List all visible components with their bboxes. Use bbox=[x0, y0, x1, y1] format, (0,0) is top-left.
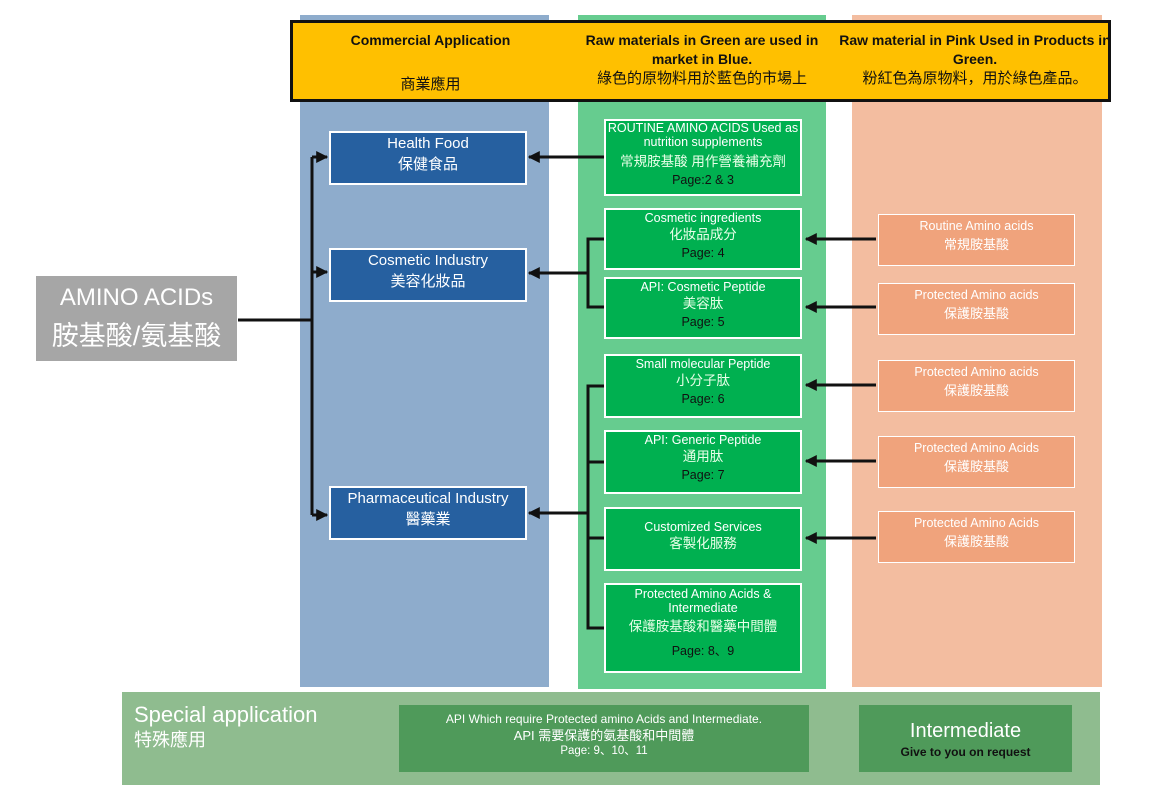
product-routine-en: ROUTINE AMINO ACIDS Used as nutrition su… bbox=[607, 121, 799, 149]
product-routine-amino-acids: ROUTINE AMINO ACIDS Used as nutrition su… bbox=[604, 119, 802, 196]
banner-raw-pink: Raw material in Pink Used in Products in… bbox=[837, 31, 1113, 89]
raw-routine-amino-acids: Routine Amino acids 常規胺基酸 bbox=[878, 214, 1075, 266]
raw-4-zh: 保護胺基酸 bbox=[943, 459, 1009, 474]
market-health-food-zh: 保健食品 bbox=[397, 156, 458, 173]
product-routine-zh: 常規胺基酸 用作營養補充劑 bbox=[620, 154, 786, 169]
market-cosmetic-zh: 美容化妝品 bbox=[390, 273, 466, 290]
intermediate-title: Intermediate bbox=[909, 720, 1022, 742]
bracket-cosmetic bbox=[586, 237, 604, 309]
banner-commercial-en: Commercial Application bbox=[350, 32, 511, 48]
product-cosmetic-ingredients-zh: 化妝品成分 bbox=[669, 227, 737, 242]
banner-raw-green-zh: 綠色的原物料用於藍色的市場上 bbox=[596, 70, 807, 87]
product-cosmetic-peptide-zh: 美容肽 bbox=[682, 296, 724, 311]
product-small-molecular-peptide: Small molecular Peptide 小分子肽 Page: 6 bbox=[604, 354, 802, 418]
banner-raw-green: Raw materials in Green are used in marke… bbox=[571, 31, 833, 89]
product-cosmetic-peptide-en: API: Cosmetic Peptide bbox=[640, 280, 766, 294]
product-generic-peptide-en: API: Generic Peptide bbox=[644, 433, 762, 447]
product-cosmetic-ingredients-en: Cosmetic ingredients bbox=[644, 211, 762, 225]
product-generic-peptide-zh: 通用肽 bbox=[682, 449, 724, 464]
raw-protected-amino-acids-2: Protected Amino acids 保護胺基酸 bbox=[878, 360, 1075, 412]
special-api-line1: API Which require Protected amino Acids … bbox=[445, 712, 763, 726]
product-cosmetic-ingredients-page: Page: 4 bbox=[681, 246, 725, 260]
intermediate-subtitle: Give to you on request bbox=[900, 745, 1031, 759]
special-api-pages: Page: 9、10、11 bbox=[560, 745, 648, 757]
product-generic-peptide: API: Generic Peptide 通用肽 Page: 7 bbox=[604, 430, 802, 494]
special-api-box: API Which require Protected amino Acids … bbox=[399, 705, 809, 772]
bracket-pharma bbox=[586, 384, 604, 630]
raw-3-zh: 保護胺基酸 bbox=[943, 383, 1009, 398]
banner-raw-green-en: Raw materials in Green are used in marke… bbox=[585, 32, 819, 67]
amino-en: AMINO ACIDs bbox=[59, 284, 214, 311]
amino-zh: 胺基酸/氨基酸 bbox=[51, 321, 222, 351]
header-banner: Commercial Application 商業應用 Raw material… bbox=[290, 20, 1111, 102]
product-protected-page: Page: 8、9 bbox=[671, 644, 735, 658]
market-health-food-en: Health Food bbox=[387, 135, 469, 152]
intermediate-box: Intermediate Give to you on request bbox=[859, 705, 1072, 772]
market-cosmetic-en: Cosmetic Industry bbox=[367, 252, 489, 269]
banner-raw-pink-en: Raw material in Pink Used in Products in… bbox=[839, 32, 1111, 67]
market-pharma-en: Pharmaceutical Industry bbox=[347, 490, 509, 507]
raw-4-en: Protected Amino Acids bbox=[913, 441, 1040, 455]
banner-commercial-zh: 商業應用 bbox=[400, 76, 461, 93]
market-pharma-zh: 醫藥業 bbox=[405, 511, 451, 528]
raw-protected-amino-acids-3: Protected Amino Acids 保護胺基酸 bbox=[878, 436, 1075, 488]
product-customized-zh: 客製化服務 bbox=[669, 536, 737, 551]
raw-1-zh: 常規胺基酸 bbox=[943, 237, 1009, 252]
special-application-title: Special application 特殊應用 bbox=[134, 702, 317, 752]
special-api-line2: API 需要保護的氨基酸和中間體 bbox=[513, 728, 695, 743]
product-generic-peptide-page: Page: 7 bbox=[681, 468, 725, 482]
product-small-peptide-en: Small molecular Peptide bbox=[635, 357, 771, 371]
product-protected-amino-intermediate: Protected Amino Acids & Intermediate 保護胺… bbox=[604, 583, 802, 673]
raw-2-zh: 保護胺基酸 bbox=[943, 306, 1009, 321]
raw-2-en: Protected Amino acids bbox=[914, 288, 1039, 302]
raw-5-zh: 保護胺基酸 bbox=[943, 534, 1009, 549]
banner-commercial: Commercial Application 商業應用 bbox=[303, 31, 558, 95]
market-health-food: Health Food 保健食品 bbox=[329, 131, 527, 185]
raw-material-column bbox=[852, 15, 1102, 687]
product-protected-en: Protected Amino Acids & Intermediate bbox=[634, 587, 772, 615]
product-small-peptide-zh: 小分子肽 bbox=[676, 373, 730, 388]
product-cosmetic-ingredients: Cosmetic ingredients 化妝品成分 Page: 4 bbox=[604, 208, 802, 270]
product-small-peptide-page: Page: 6 bbox=[681, 392, 725, 406]
product-cosmetic-peptide-page: Page: 5 bbox=[681, 315, 725, 329]
product-customized-services: Customized Services 客製化服務 bbox=[604, 507, 802, 571]
market-cosmetic-industry: Cosmetic Industry 美容化妝品 bbox=[329, 248, 527, 302]
special-title-en: Special application bbox=[134, 702, 318, 727]
product-cosmetic-peptide: API: Cosmetic Peptide 美容肽 Page: 5 bbox=[604, 277, 802, 339]
product-protected-zh: 保護胺基酸和醫藥中間體 bbox=[628, 619, 778, 634]
raw-5-en: Protected Amino Acids bbox=[913, 516, 1040, 530]
banner-raw-pink-zh: 粉紅色為原物料，用於綠色產品。 bbox=[862, 70, 1088, 87]
market-pharmaceutical-industry: Pharmaceutical Industry 醫藥業 bbox=[329, 486, 527, 540]
market-column bbox=[300, 15, 549, 687]
raw-protected-amino-acids-4: Protected Amino Acids 保護胺基酸 bbox=[878, 511, 1075, 563]
amino-acids-label: AMINO ACIDs 胺基酸/氨基酸 bbox=[36, 276, 237, 361]
raw-1-en: Routine Amino acids bbox=[919, 219, 1034, 233]
raw-3-en: Protected Amino acids bbox=[914, 365, 1039, 379]
raw-protected-amino-acids-1: Protected Amino acids 保護胺基酸 bbox=[878, 283, 1075, 335]
special-title-zh: 特殊應用 bbox=[134, 730, 206, 750]
product-customized-en: Customized Services bbox=[644, 520, 762, 534]
product-routine-page: Page:2 & 3 bbox=[672, 173, 734, 187]
